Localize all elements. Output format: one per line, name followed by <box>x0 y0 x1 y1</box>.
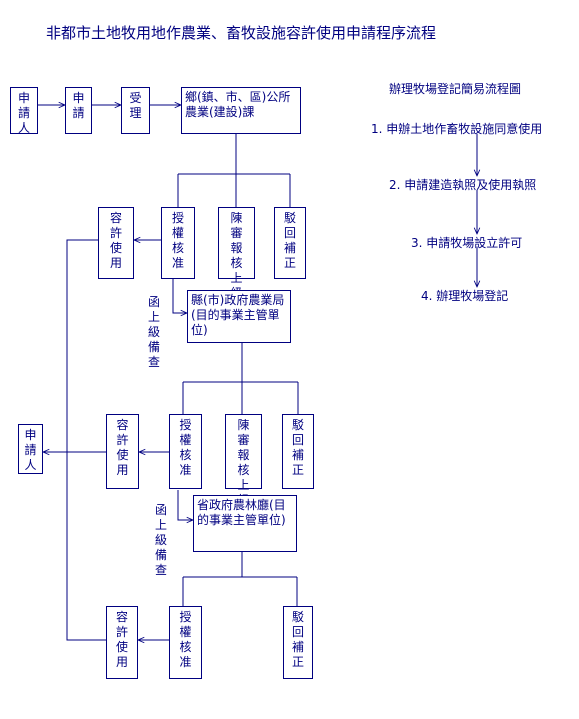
apply-box: 申請 <box>65 87 92 134</box>
accept-box: 受理 <box>121 87 150 134</box>
authorize-box-2: 授權核准 <box>169 414 202 489</box>
reject-box-1: 駁回補正 <box>274 207 306 279</box>
province-dept-box: 省政府農林廳(目的事業主管單位) <box>193 495 297 552</box>
ranch-step-4: 4. 辦理牧場登記 <box>421 289 509 303</box>
ranch-flow-title: 辦理牧場登記簡易流程圖 <box>389 82 522 96</box>
page-title: 非都市土地牧用地作農業、畜牧設施容許使用申請程序流程 <box>46 24 437 42</box>
permit-box-3: 容許使用 <box>106 606 138 679</box>
arrow-authorize-to-county <box>172 278 187 313</box>
upper-check-label-1: 函上級備查 <box>148 295 161 369</box>
applicant-box-left: 申請人 <box>18 424 43 474</box>
branch-province <box>182 552 298 606</box>
authorize-box-1: 授權核准 <box>161 207 195 279</box>
upper-check-label-2: 函上級備查 <box>155 503 168 577</box>
branch-county <box>182 343 299 414</box>
submit-review-box-1: 陳審報核上級 <box>218 207 255 300</box>
return-permit-1 <box>66 239 106 641</box>
submit-review-box-2: 陳審報核上級 <box>225 414 262 507</box>
township-office-box: 鄉(鎮、市、區)公所農業(建設)課 <box>181 87 301 134</box>
applicant-box-top: 申請人 <box>10 87 38 135</box>
branch-township <box>177 134 291 207</box>
authorize-box-3: 授權核准 <box>169 606 202 679</box>
reject-box-3: 駁回補正 <box>283 606 313 679</box>
arrow-authorize-to-province <box>177 490 193 520</box>
permit-box-2: 容許使用 <box>106 414 139 489</box>
county-bureau-box: 縣(市)政府農業局(目的事業主管單位) <box>187 290 291 343</box>
ranch-step-1: 1. 申辦土地作畜牧設施同意使用 <box>371 122 543 136</box>
ranch-step-2: 2. 申請建造執照及使用執照 <box>389 178 537 192</box>
permit-box-1: 容許使用 <box>98 207 134 279</box>
ranch-step-3: 3. 申請牧場設立許可 <box>411 236 523 250</box>
reject-box-2: 駁回補正 <box>282 414 314 489</box>
